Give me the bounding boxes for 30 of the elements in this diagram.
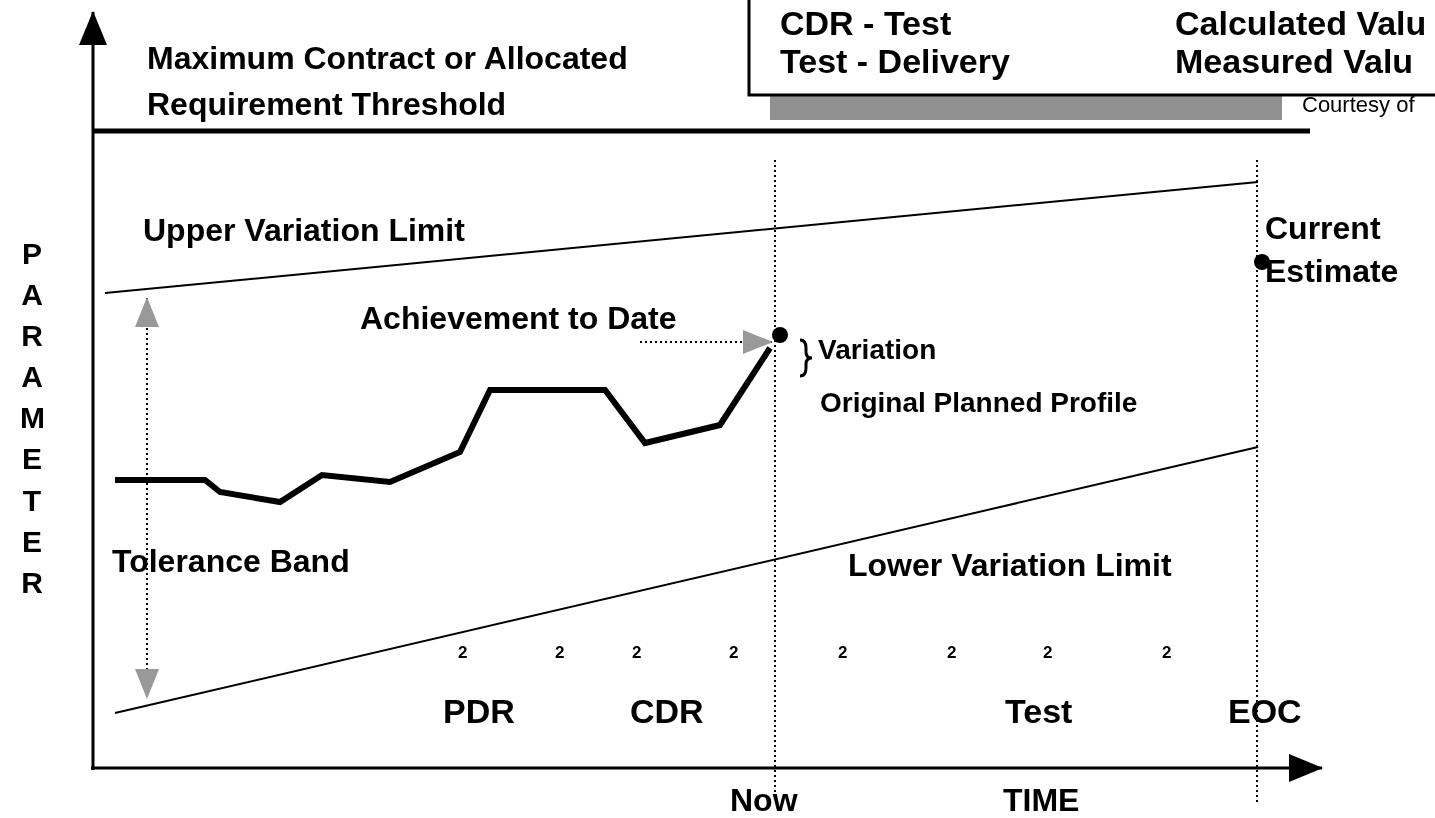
threshold-label: Maximum Contract or Allocated Requirement Threshold: [147, 39, 629, 125]
table-cell: Test - Delivery: [780, 42, 1010, 82]
milestone-label: CDR: [630, 692, 704, 732]
data-point: [772, 327, 788, 343]
milestone-marker: 2: [458, 643, 468, 663]
curve-label: Original Planned Profile: [820, 387, 1138, 420]
axis-title: PARAMETER: [20, 236, 44, 601]
bracket-label: Variation: [818, 334, 937, 367]
estimate-label: Current Estimate: [1265, 209, 1400, 292]
limit-label: Upper Variation Limit: [143, 212, 465, 249]
milestone-marker: 2: [1043, 643, 1053, 663]
milestone-marker: 2: [729, 643, 739, 663]
milestone-marker: 2: [838, 643, 848, 663]
callout-label: Achievement to Date: [360, 300, 677, 337]
leader-arrow: [639, 330, 773, 354]
table-cell: Calculated Valu: [1175, 4, 1427, 44]
table-cell: Measured Valu: [1175, 42, 1414, 82]
milestone-marker: 2: [632, 643, 642, 663]
milestone-marker: 2: [555, 643, 565, 663]
milestone-marker: 2: [1162, 643, 1172, 663]
milestone-label: EOC: [1228, 692, 1302, 732]
milestone-label: Test: [1005, 692, 1073, 732]
band-label: Tolerance Band: [112, 543, 350, 580]
axis-label: Now: [730, 782, 798, 818]
milestone-label: PDR: [443, 692, 515, 732]
milestone-marker: 2: [947, 643, 957, 663]
limit-label: Lower Variation Limit: [848, 547, 1172, 584]
source-note: Courtesy of: [1302, 92, 1415, 118]
axis-title: TIME: [1003, 782, 1080, 818]
table-cell: CDR - Test: [780, 4, 952, 44]
